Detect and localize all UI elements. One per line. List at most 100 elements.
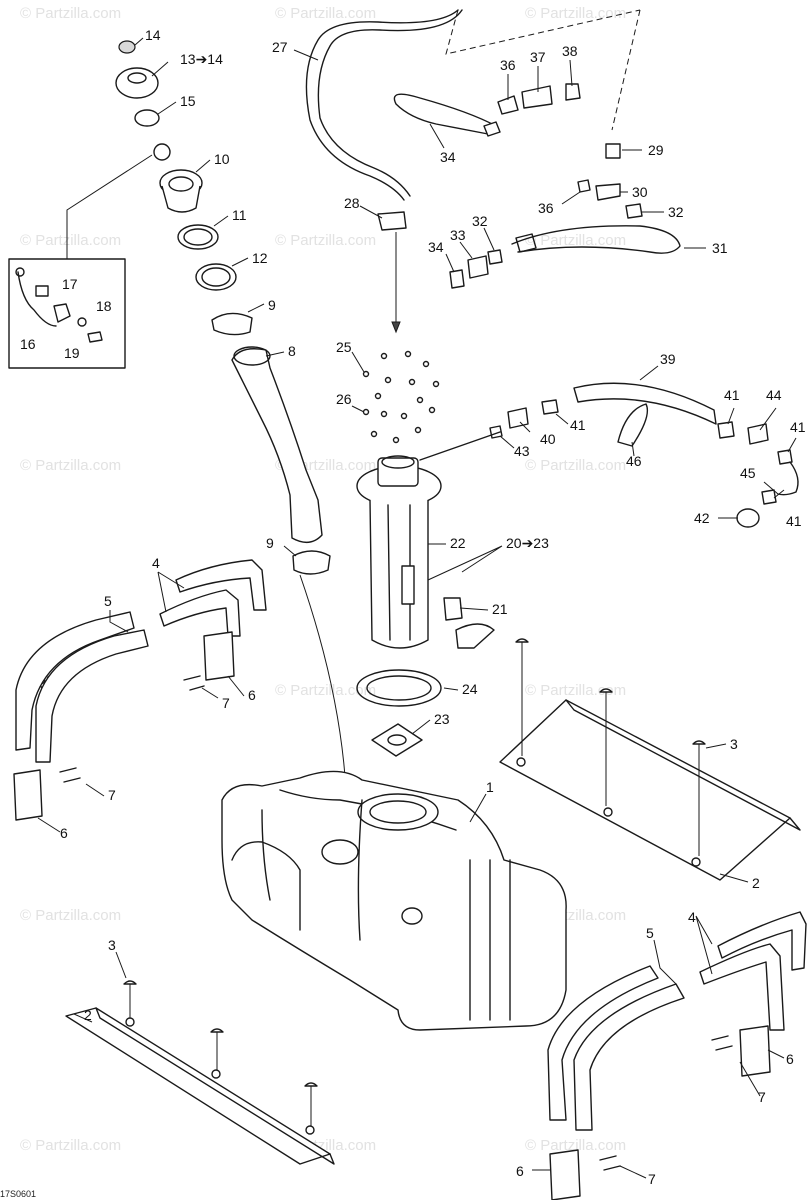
pump-seal-hole: [387, 734, 407, 746]
strap-5a: [15, 611, 135, 751]
callout-23: 23: [434, 711, 450, 727]
clamp-29: [605, 143, 621, 159]
leader: [619, 1165, 647, 1179]
float-arm-21: [443, 597, 463, 621]
callout-26: 26: [336, 391, 352, 407]
filler-hose-end: [233, 346, 271, 366]
callout-25: 25: [336, 339, 352, 355]
fuel-line-39: [573, 382, 717, 425]
callout-43: 43: [514, 443, 530, 459]
screw: [370, 430, 378, 438]
washer: [408, 378, 416, 386]
callout-32: 32: [668, 204, 684, 220]
callout-41a: 41: [570, 417, 586, 433]
fitting-36: [497, 95, 519, 115]
leader: [639, 365, 659, 381]
tank-fitting: [401, 907, 423, 925]
pump-opening: [357, 793, 439, 831]
washer: [384, 376, 392, 384]
leader: [483, 227, 495, 251]
screw: [414, 426, 422, 434]
screws-7a: [183, 675, 205, 691]
leader: [293, 49, 319, 61]
arrow-head: [391, 321, 401, 334]
screw: [380, 352, 388, 360]
straps-left: [13, 559, 267, 821]
clamp-32: [625, 203, 643, 219]
carriage-bolt: [599, 688, 613, 693]
watermark-text: © Partzilla.com: [525, 682, 626, 699]
leader: [201, 687, 219, 699]
pump-opening-inner: [369, 800, 427, 824]
leader: [37, 817, 61, 833]
callout-9b: 9: [266, 535, 274, 551]
neck-nut: [195, 263, 237, 291]
pump-gasket-24: [356, 669, 442, 707]
pump-body-22: [369, 499, 429, 649]
connector-40: [507, 407, 529, 429]
watermark-text: © Partzilla.com: [275, 5, 376, 22]
skid-plate-edge: [95, 1007, 335, 1165]
callout-31: 31: [712, 240, 728, 256]
tether-ring: [15, 267, 25, 277]
callout-40: 40: [540, 431, 556, 447]
leader: [727, 407, 735, 425]
callout-14: 14: [145, 27, 161, 43]
screws-7c: [711, 1035, 733, 1051]
tether-bracket: [53, 303, 71, 323]
hose-clamp-lower: [292, 550, 331, 575]
tee-fitting-30: [595, 183, 621, 201]
leader: [759, 407, 777, 431]
bolt-hole: [211, 1069, 221, 1079]
callout-27: 27: [272, 39, 288, 55]
pump-head: [377, 457, 419, 487]
cap-gasket: [134, 109, 160, 127]
carriage-bolt: [515, 638, 529, 643]
leader: [411, 719, 431, 735]
watermark-text: © Partzilla.com: [20, 232, 121, 249]
callout-34: 34: [440, 149, 456, 165]
callout-30: 30: [632, 184, 648, 200]
callout-42: 42: [694, 510, 710, 526]
skid-plate-edge: [565, 699, 801, 831]
leader: [773, 489, 785, 499]
callout-labels: 14 13➔14 15 10 11 12 9 8 17 18 16 19 27 …: [20, 27, 806, 1187]
callout-3a: 3: [730, 736, 738, 752]
fuel-pump-assembly: [299, 350, 495, 791]
callout-7c: 7: [758, 1089, 766, 1105]
screws-7d: [599, 1155, 621, 1171]
leader: [445, 253, 455, 273]
hose-31-end: [515, 233, 537, 253]
vent-hose-27-edge: [317, 9, 463, 197]
screws-7b: [59, 767, 81, 783]
callout-24: 24: [462, 681, 478, 697]
pump-gasket-24-inner: [366, 675, 432, 701]
callout-45: 45: [740, 465, 756, 481]
callout-4: 4: [152, 555, 160, 571]
leader: [631, 441, 635, 457]
callout-5: 5: [104, 593, 112, 609]
clamp-41a: [541, 399, 559, 415]
watermark-text: © Partzilla.com: [20, 5, 121, 22]
callout-2b: 2: [84, 1007, 92, 1023]
straps-right: [547, 911, 807, 1200]
callout-34b: 34: [428, 239, 444, 255]
bolt-hole: [125, 1017, 135, 1027]
vent-hose-31: [511, 225, 681, 254]
strap-4a: [159, 589, 241, 637]
leader: [265, 351, 285, 357]
tie-strap-46: [617, 403, 649, 447]
carriage-bolt: [123, 980, 137, 985]
pump-fuel-outlet: [419, 431, 501, 461]
leader: [719, 873, 749, 883]
leader: [695, 915, 713, 975]
clamp-41b: [717, 421, 735, 439]
hose-route-dashed: [445, 9, 641, 55]
leader: [231, 257, 249, 267]
washer: [416, 396, 424, 404]
callout-13-14: 13➔14: [180, 51, 223, 67]
watermark-text: © Partzilla.com: [525, 1137, 626, 1154]
callout-20-23: 20➔23: [506, 535, 549, 551]
callout-18: 18: [96, 298, 112, 314]
